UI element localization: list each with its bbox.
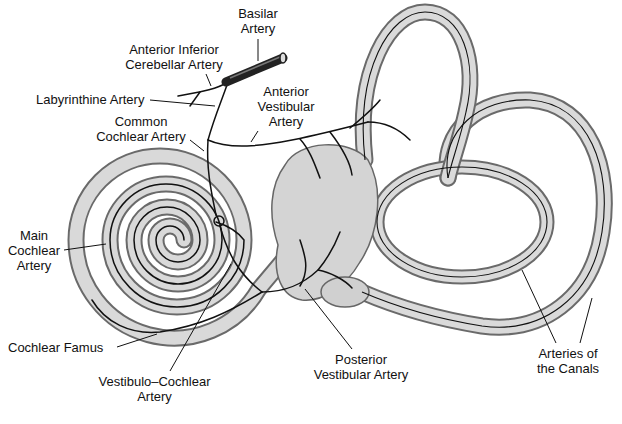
part-label: Labyrinthine Artery (36, 92, 144, 107)
arteries (178, 82, 228, 96)
basilar-artery (230, 57, 280, 78)
leader-lines (522, 270, 556, 343)
semicircular-canals (362, 100, 604, 327)
vestibule (272, 145, 378, 300)
cochlea-spiral (76, 156, 290, 338)
part-label: Posterior Vestibular Artery (308, 352, 414, 382)
semicircular-canals (363, 12, 470, 178)
semicircular-canals (362, 12, 604, 327)
leader-lines (64, 39, 592, 371)
part-label: Anterior Vestibular Artery (250, 84, 322, 129)
leader-lines (64, 244, 106, 250)
leader-lines (251, 131, 258, 142)
arteries (300, 139, 320, 178)
arteries (330, 132, 352, 175)
arteries (300, 240, 306, 286)
leader-lines (117, 334, 157, 347)
cochlea-spiral (76, 156, 290, 338)
part-label: Cochlear Famus (8, 340, 103, 355)
arteries (92, 292, 262, 332)
canal-arteries (377, 167, 547, 277)
arteries (318, 270, 352, 288)
basilar-artery (280, 53, 286, 63)
part-label: Basilar Artery (228, 6, 288, 36)
arteries (368, 122, 410, 140)
canal-arteries (363, 12, 470, 178)
leader-lines (150, 100, 215, 106)
part-label: Common Cochlear Artery (92, 114, 190, 144)
basilar-artery (226, 53, 286, 82)
arteries (262, 232, 340, 292)
arteries (208, 82, 228, 140)
canal-arteries (362, 100, 604, 327)
canal-arteries (362, 12, 604, 327)
leader-lines (580, 298, 592, 343)
leader-lines (305, 289, 352, 349)
leader-lines (170, 264, 231, 371)
part-label: Main Cochlear Artery (4, 228, 64, 273)
part-label: Anterior Inferior Cerebellar Artery (118, 42, 230, 72)
arteries (92, 82, 410, 332)
part-label: Vestibulo–Cochlear Artery (92, 374, 217, 404)
semicircular-canals (377, 167, 547, 277)
leader-lines (258, 39, 259, 61)
arteries (350, 100, 380, 128)
cochlea-spiral (76, 156, 290, 338)
semicircular-canals (363, 12, 470, 178)
basilar-artery (226, 58, 283, 82)
leader-lines (190, 140, 204, 151)
semicircular-canals (377, 167, 547, 277)
arteries (110, 184, 244, 307)
part-label: Arteries of the Canals (530, 346, 606, 376)
semicircular-canals (362, 100, 604, 327)
leader-lines (206, 74, 211, 86)
vestibule (272, 145, 378, 307)
